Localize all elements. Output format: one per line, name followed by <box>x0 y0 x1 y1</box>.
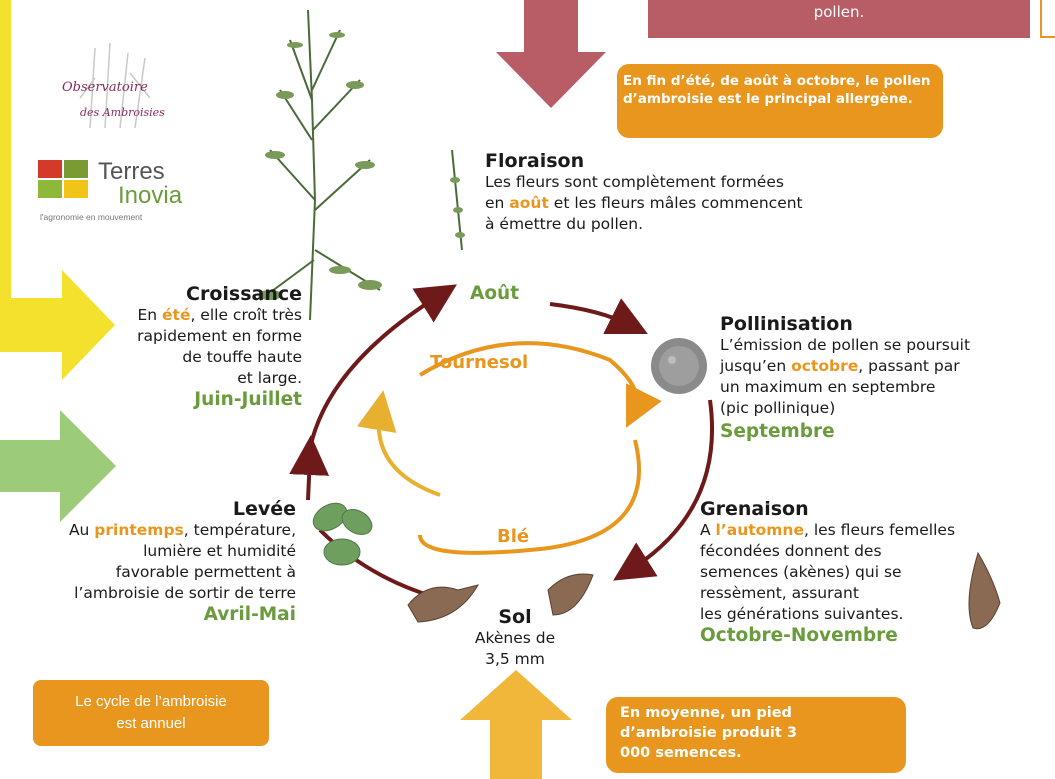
month-avril-mai: Avril-Mai <box>0 604 296 625</box>
logo-squares <box>38 160 90 200</box>
levee-title: Levée <box>0 498 296 520</box>
terres-inovia-logo: Terres Inovia l'agronomie en mouvement <box>38 160 208 230</box>
top-banner-text: pollen. <box>648 3 1030 21</box>
grenaison-title: Grenaison <box>700 498 1045 520</box>
sol-title: Sol <box>455 606 575 628</box>
logo-inovia: Inovia <box>118 182 182 210</box>
callout-moyenne: En moyenne, un pied d’ambroisie produit … <box>606 697 906 773</box>
yellow-vertical-line <box>0 0 11 298</box>
pollinisation-block: Pollinisation L’émission de pollen se po… <box>720 313 1050 442</box>
observatoire-name-2: des Ambroisies <box>80 106 165 119</box>
grenaison-text: A l’automne, les fleurs femelles fécondé… <box>700 520 1045 625</box>
month-juin-juillet: Juin-Juillet <box>60 389 302 410</box>
month-octobre-novembre: Octobre-Novembre <box>700 625 1045 646</box>
grenaison-block: Grenaison A l’automne, les fleurs femell… <box>700 498 1045 646</box>
top-right-tab <box>1040 0 1055 38</box>
sol-block: Sol Akènes de 3,5 mm <box>455 606 575 670</box>
crop-tournesol: Tournesol <box>430 352 528 373</box>
floraison-title: Floraison <box>485 150 905 172</box>
floraison-text: Les fleurs sont complètement formées en … <box>485 172 905 235</box>
pollinisation-text: L’émission de pollen se poursuit jusqu’e… <box>720 335 1050 419</box>
month-aout: Août <box>470 283 519 304</box>
orange-up-arrow <box>460 670 572 779</box>
top-banner: pollen. <box>648 0 1030 38</box>
observatoire-name: Observatoire <box>62 80 148 95</box>
callout-fin-ete: En fin d’été, de août à octobre, le poll… <box>617 64 943 138</box>
logo-tagline: l'agronomie en mouvement <box>40 212 142 222</box>
callout-cycle-annuel: Le cycle de l’ambroisie est annuel <box>33 680 269 746</box>
croissance-text: En été, elle croît très rapidement en fo… <box>60 305 302 389</box>
seedling-illustration <box>302 492 382 580</box>
crop-ble: Blé <box>497 526 529 547</box>
month-septembre: Septembre <box>720 421 1050 442</box>
pollen-grain-illustration <box>648 335 710 397</box>
floraison-block: Floraison Les fleurs sont complètement f… <box>485 150 905 235</box>
observatoire-logo: Observatoire des Ambroisies <box>50 38 190 128</box>
pollinisation-title: Pollinisation <box>720 313 1050 335</box>
sol-text: Akènes de 3,5 mm <box>455 628 575 670</box>
levee-text: Au printemps, température, lumière et hu… <box>0 520 296 604</box>
levee-block: Levée Au printemps, température, lumière… <box>0 498 296 625</box>
mauve-down-arrow <box>496 0 606 110</box>
croissance-title: Croissance <box>60 283 302 305</box>
croissance-block: Croissance En été, elle croît très rapid… <box>60 283 302 410</box>
